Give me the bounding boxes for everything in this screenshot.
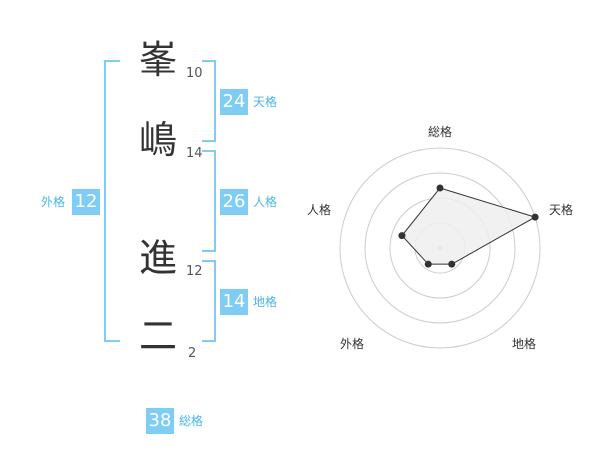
radar-point-2 <box>448 260 456 268</box>
gaikaku-label: 外格 <box>41 195 66 209</box>
gaikaku-value: 12 <box>72 189 100 215</box>
jinkaku-value: 26 <box>220 189 248 215</box>
soukaku-value: 38 <box>146 408 174 434</box>
radar-label-jinkaku: 人格 <box>307 203 332 217</box>
tenkaku-value: 24 <box>220 89 248 115</box>
chikaku-label: 地格 <box>253 295 278 309</box>
radar-label-chikaku: 地格 <box>512 337 537 351</box>
radar-point-0 <box>436 184 444 192</box>
radar-point-4 <box>398 232 406 240</box>
name-char-1: 峯 <box>138 38 177 82</box>
chikaku-bracket <box>202 260 216 342</box>
name-char-3: 進 <box>138 236 177 280</box>
radar-series-polygon <box>401 187 537 265</box>
name-char-4: 二 <box>138 314 177 358</box>
soukaku-label: 総格 <box>179 414 204 428</box>
radar-label-gaikaku: 外格 <box>340 337 365 351</box>
radar-label-tenkaku: 天格 <box>549 203 574 217</box>
chikaku-value: 14 <box>220 289 248 315</box>
gaikaku-bracket <box>104 60 120 342</box>
stroke-count-4: 2 <box>188 346 197 361</box>
stroke-count-2: 14 <box>186 146 203 161</box>
tenkaku-bracket <box>202 60 216 142</box>
jinkaku-bracket <box>202 150 216 252</box>
stroke-count-1: 10 <box>186 66 203 81</box>
radar-label-soukaku: 総格 <box>428 125 453 139</box>
radar-ring-4 <box>339 147 541 349</box>
radar-point-1 <box>531 213 539 221</box>
jinkaku-label: 人格 <box>253 195 278 209</box>
tenkaku-label: 天格 <box>253 95 278 109</box>
radar-point-3 <box>424 260 432 268</box>
radar-ring-3 <box>364 172 516 324</box>
stroke-count-3: 12 <box>186 264 203 279</box>
name-char-2: 嶋 <box>138 118 177 162</box>
